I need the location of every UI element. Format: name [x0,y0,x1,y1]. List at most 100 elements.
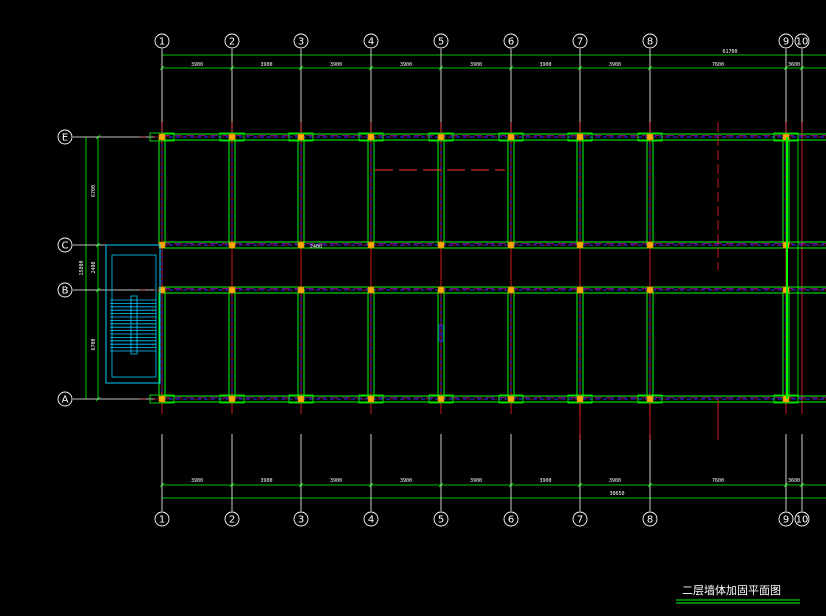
column [646,395,654,403]
axis-label-bottom: 1 [159,515,165,526]
dim-value-left: 6700 [91,185,97,197]
axis-label-bottom: 7 [577,515,583,526]
column [437,286,445,294]
axis-bubble [503,511,519,527]
column [576,241,584,249]
column-flange [288,132,314,142]
axis-label-top: 8 [647,37,653,48]
axis-bubble [363,33,379,49]
dim-value-top: 3900 [260,62,272,68]
axis-bubble [57,237,73,253]
axis-label-bottom: 10 [796,515,809,526]
column [297,133,305,141]
drawing-title-block: 二层墙体加固平面图 [676,583,800,604]
column-flange [637,132,663,142]
column [576,133,584,141]
column-flange [358,394,384,404]
axis-bubble [433,511,449,527]
dim-value-top: 3900 [470,62,482,68]
column-flange [567,132,593,142]
axis-bubble [57,391,73,407]
dim-value-bottom: 3900 [539,478,551,484]
column [437,241,445,249]
axis-bubble [154,511,170,527]
column [437,395,445,403]
column-flange [219,132,245,142]
column [158,133,166,141]
column [367,286,375,294]
axis-label-bottom: 6 [508,515,514,526]
axis-bubble [778,511,794,527]
grid-lines [73,49,826,511]
axis-bubble [433,33,449,49]
column [158,286,166,294]
dim-value-left: 2400 [91,261,97,273]
axis-label-left: B [62,286,69,297]
axis-label-bottom: 9 [783,515,789,526]
column-flange [498,132,524,142]
axis-label-left: E [62,133,68,144]
column-flange [637,394,663,404]
column [437,133,445,141]
column [297,395,305,403]
axis-bubble [642,33,658,49]
axis-label-bottom: 2 [229,515,235,526]
dim-value-top: 3900 [400,62,412,68]
column [646,133,654,141]
dim-value-top: 3900 [191,62,203,68]
column [158,395,166,403]
column [576,395,584,403]
axis-bubble [293,511,309,527]
dim-value-bottom: 3900 [400,478,412,484]
stair [105,244,161,384]
axis-bubble [778,33,794,49]
column [576,286,584,294]
axis-bubble [503,33,519,49]
axis-bubble [572,511,588,527]
column [367,241,375,249]
axis-label-top: 5 [438,37,444,48]
column-flange [428,132,454,142]
column [507,241,515,249]
axis-label-top: 4 [368,37,374,48]
column-flange [149,394,175,404]
column [367,133,375,141]
dim-value-bottom: 3600 [788,478,800,484]
axis-label-left: A [62,395,69,406]
axis-bubble [572,33,588,49]
column-flange [428,394,454,404]
axis-label-top: 1 [159,37,165,48]
dim-value-bottom: 3900 [609,478,621,484]
dim-total-bottom: 30650 [609,491,624,497]
axis-bubble [794,511,810,527]
axis-bubble [154,33,170,49]
axis-bubble [224,33,240,49]
column [228,395,236,403]
stair-well [130,295,138,355]
dim-value-top: 3900 [539,62,551,68]
axis-label-top: 2 [229,37,235,48]
dim-value-top: 3900 [609,62,621,68]
column [297,286,305,294]
axis-label-bottom: 5 [438,515,444,526]
structure: 2400 [149,122,826,440]
axis-bubble [293,33,309,49]
column [228,286,236,294]
column-flange [219,394,245,404]
column-flange [149,132,175,142]
axis-label-bottom: 3 [298,515,304,526]
axis-bubble [363,511,379,527]
dim-value-bottom: 7600 [712,478,724,484]
dim-value-bottom: 3900 [470,478,482,484]
axis-label-top: 6 [508,37,514,48]
axis-bubble [224,511,240,527]
local-column [438,324,444,342]
dim-value-bottom: 3900 [191,478,203,484]
column [646,241,654,249]
column-flange [358,132,384,142]
dim-value-top: 7600 [712,62,724,68]
dim-total-left: 15800 [79,260,85,275]
